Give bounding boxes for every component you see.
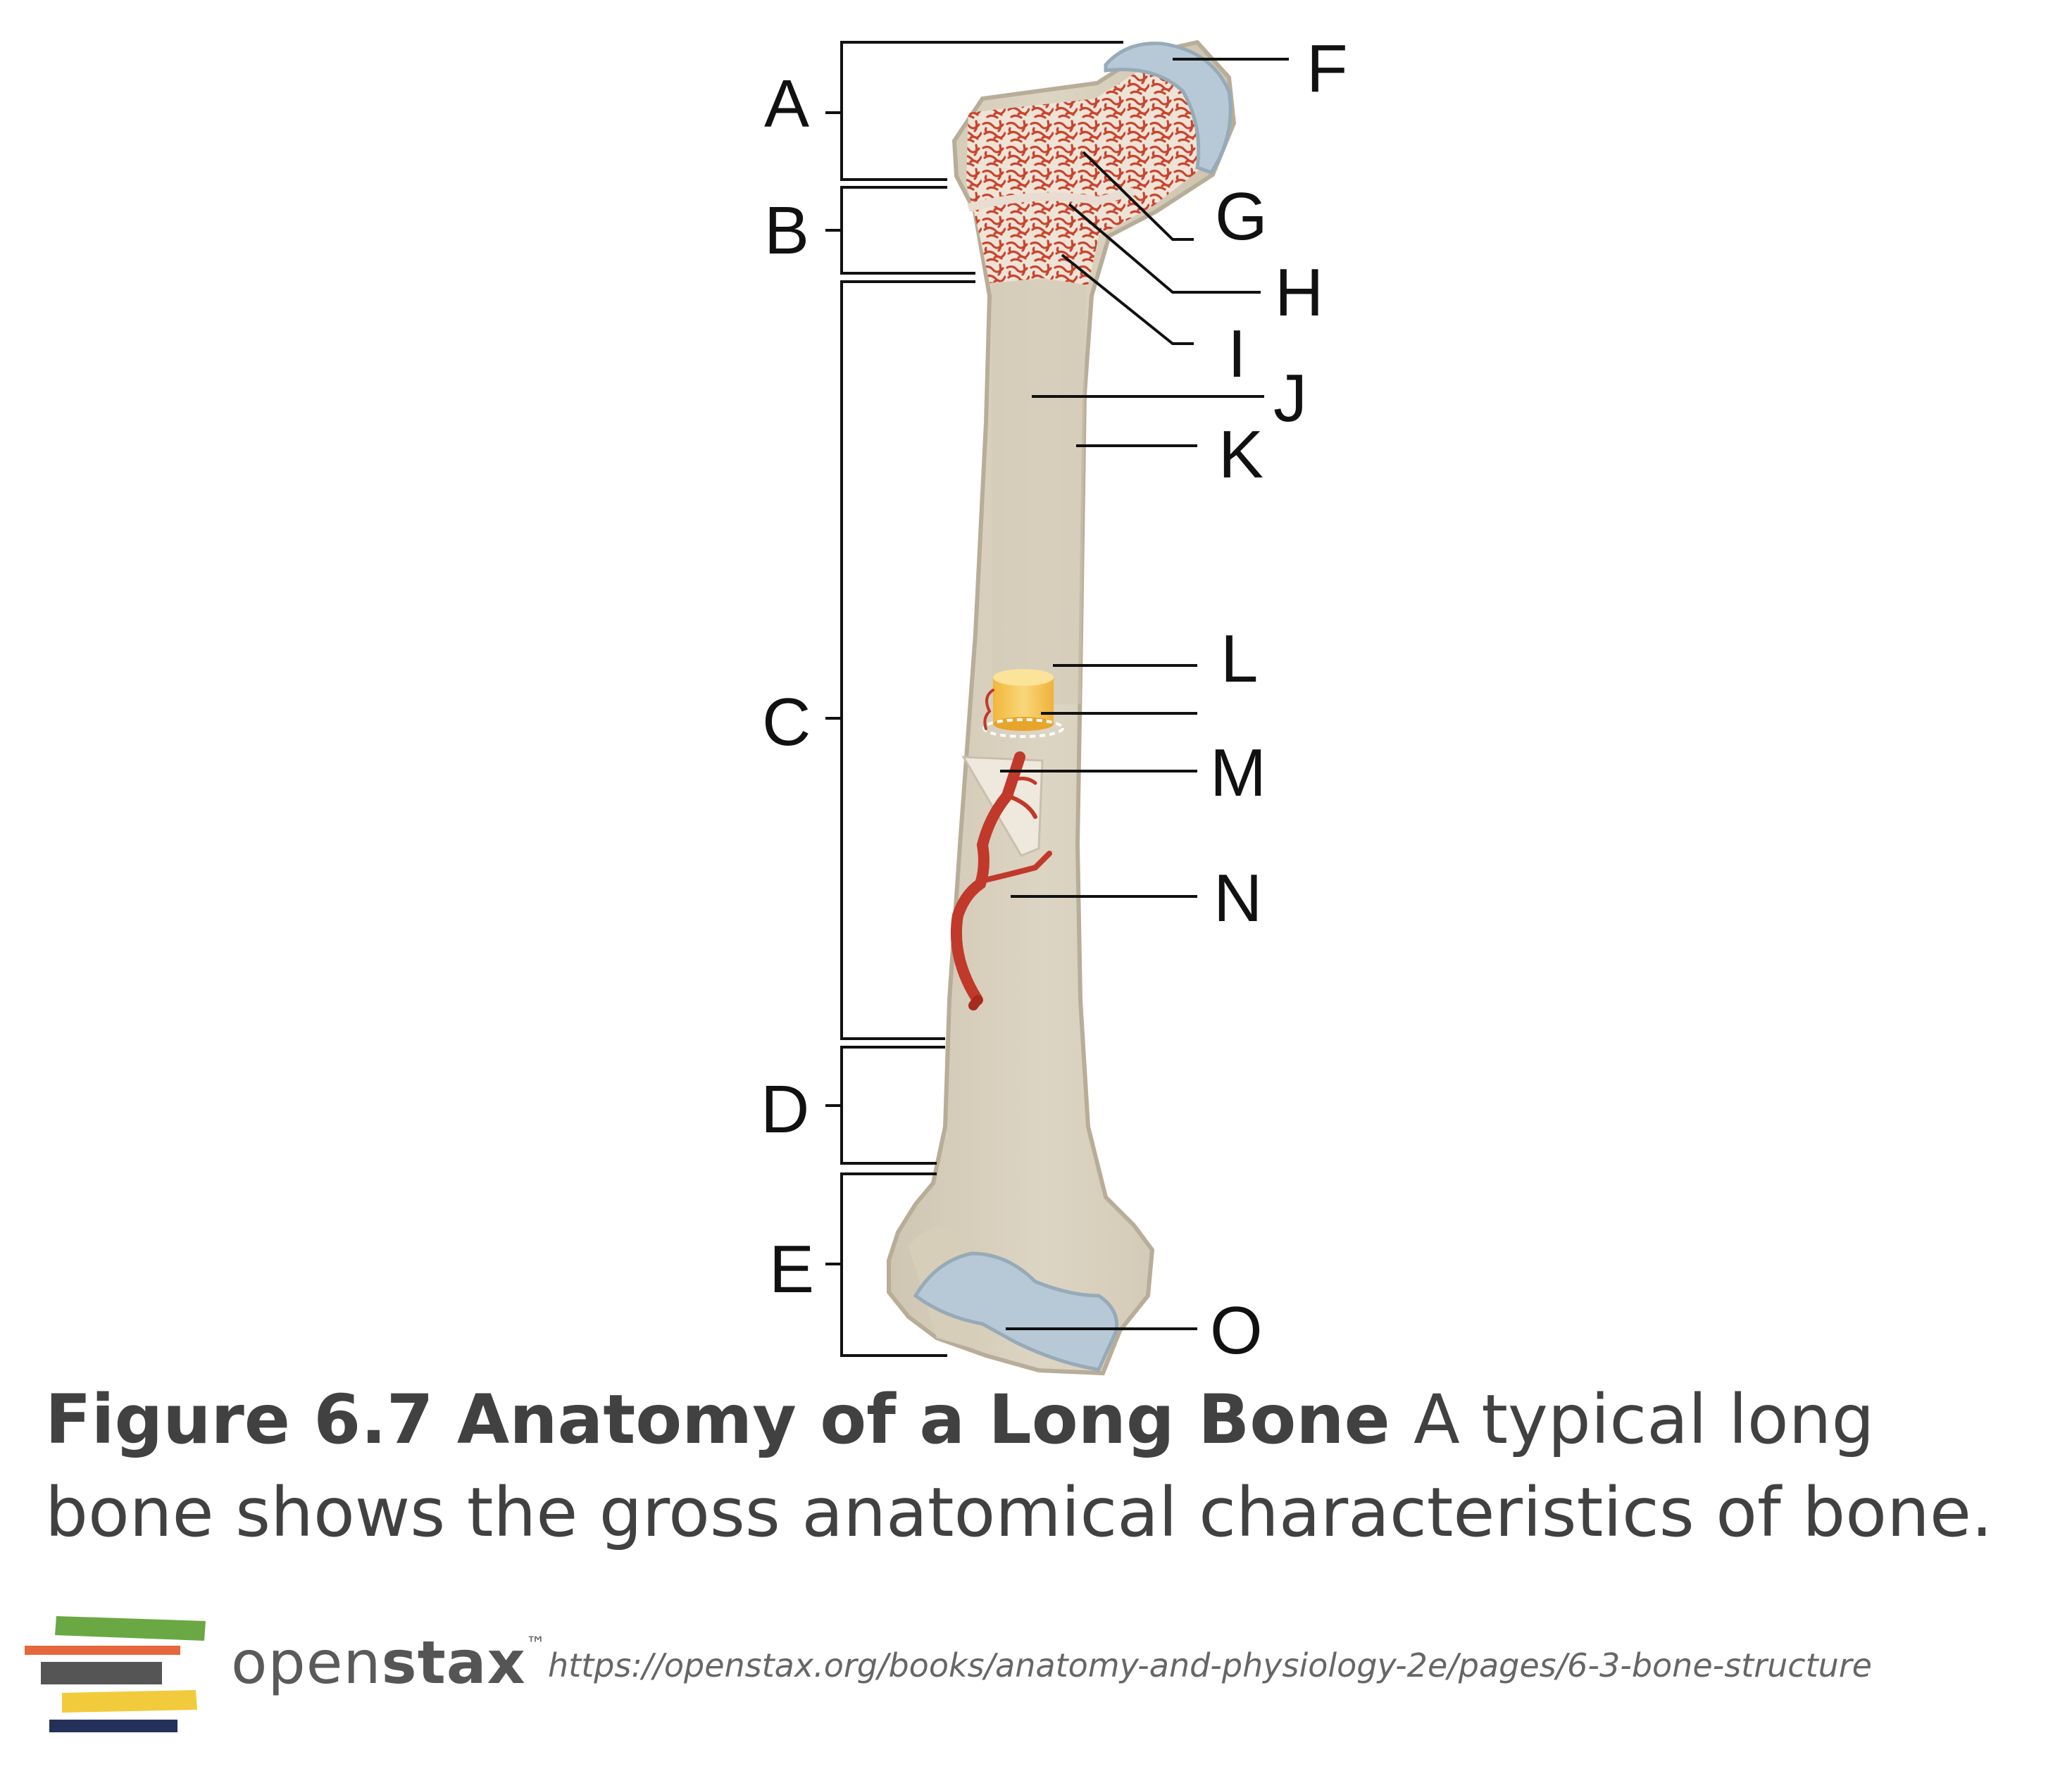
caption-title: Figure 6.7 Anatomy of a Long Bone [45,1380,1414,1459]
trademark: ™ [525,1632,547,1656]
bone-outline [887,39,1237,1376]
label-a: A [764,66,809,142]
figure-caption: Figure 6.7 Anatomy of a Long Bone A typi… [45,1373,2045,1559]
label-d: D [761,1072,809,1147]
label-m: M [1210,735,1266,811]
label-e: E [769,1232,814,1307]
brand-regular: open [231,1628,382,1697]
bracket-e [825,1172,947,1357]
epiphyseal-line [967,187,1135,212]
label-n: N [1213,861,1262,936]
brand-bold: stax [381,1628,526,1697]
openstax-wordmark: openstax™ [231,1628,547,1697]
medullary-cavity [992,280,1086,704]
caption-text: A typical long bone shows the gross anat… [45,1380,1993,1552]
bracket-a [825,41,1123,181]
articular-cartilage-proximal [1104,42,1232,175]
label-f: F [1306,31,1348,106]
yellow-marrow [982,669,1064,738]
bracket-b [825,186,975,275]
leader-i [1061,254,1194,345]
spongy-bone-proximal [966,63,1201,285]
label-i: I [1228,316,1247,392]
label-h: H [1275,255,1323,330]
label-g: G [1215,179,1268,254]
nutrient-artery [951,689,1052,1011]
label-c: C [762,684,811,760]
articular-cartilage-distal [913,1251,1119,1372]
label-k: K [1218,417,1263,492]
label-b: B [764,193,809,268]
bracket-c [825,280,975,1040]
openstax-logo-icon [25,1616,206,1732]
label-o: O [1210,1293,1263,1368]
region-brackets [825,41,1123,1357]
leader-h [1068,203,1261,294]
label-j: J [1273,361,1307,436]
label-l: L [1221,621,1258,696]
leader-g [1082,151,1194,241]
source-url[interactable]: https://openstax.org/books/anatomy-and-p… [548,1646,1872,1684]
bracket-d [825,1046,945,1165]
leader-lines [1000,58,1289,1330]
bone-illustration [887,39,1237,1376]
letter-labels: A B C D E F G H I J K L M N O [761,31,1348,1368]
